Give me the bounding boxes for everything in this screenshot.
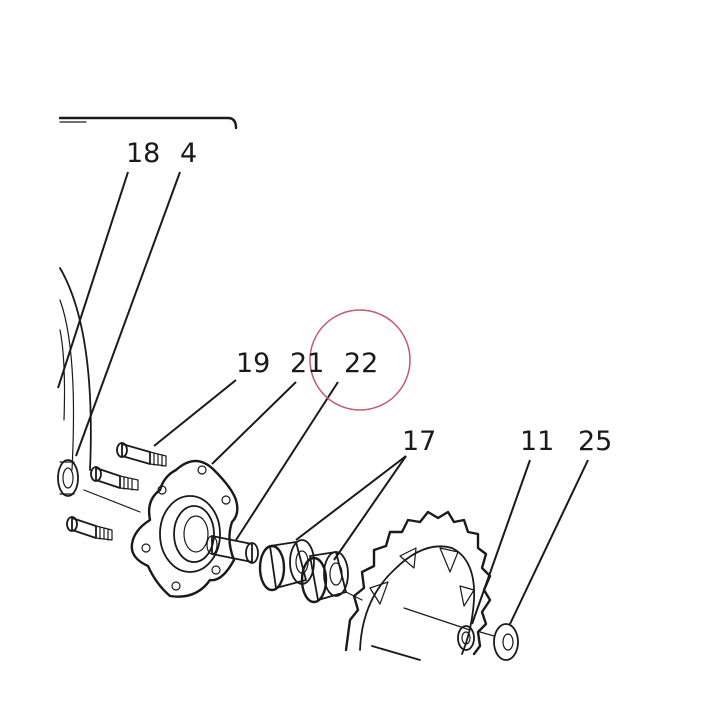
stud-bolt xyxy=(66,516,113,541)
chain-guide-fragment xyxy=(371,645,421,661)
highlight-circle xyxy=(309,309,411,411)
callout-4: 4 xyxy=(180,138,197,169)
axle-centerline xyxy=(83,489,141,513)
bearing xyxy=(300,551,349,604)
callout-22: 22 xyxy=(344,348,378,379)
wheel-bearing-seal-part xyxy=(57,459,79,497)
callout-25: 25 xyxy=(578,426,612,457)
stud-bolt xyxy=(116,442,167,467)
callout-17: 17 xyxy=(402,426,436,457)
stud-bolts xyxy=(66,442,167,541)
rear-sprocket-part xyxy=(344,510,492,656)
bearing xyxy=(258,539,315,592)
callout-labels: 18 4 19 21 22 17 11 25 xyxy=(126,138,612,457)
bearings-part xyxy=(258,539,363,604)
stud-bolt xyxy=(90,466,139,491)
callout-19: 19 xyxy=(236,348,270,379)
callout-21: 21 xyxy=(290,348,324,379)
callout-11: 11 xyxy=(520,426,554,457)
callout-18: 18 xyxy=(126,138,160,169)
sprocket-nut-part xyxy=(457,625,475,651)
sprocket-carrier-part xyxy=(130,459,239,598)
washer-part xyxy=(479,623,519,661)
leader-lines xyxy=(57,171,589,625)
swingarm-outline xyxy=(58,116,238,130)
spacer-sleeve-part xyxy=(206,535,259,564)
